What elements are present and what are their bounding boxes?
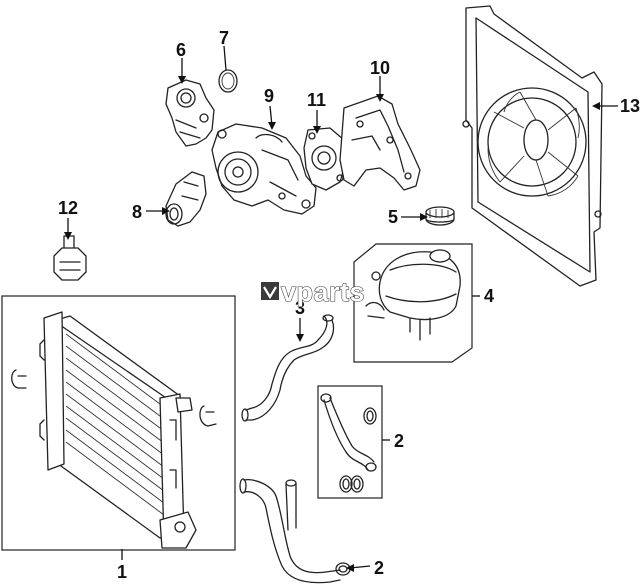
callout-4: 4 <box>484 286 494 306</box>
callout-1: 1 <box>117 562 127 582</box>
callout-3: 3 <box>295 298 305 318</box>
callout-12: 12 <box>58 198 78 218</box>
cover-gasket-part[interactable] <box>339 95 421 191</box>
pipe-group-box <box>317 385 383 499</box>
leader-arrows <box>64 76 600 572</box>
right-clip <box>199 405 217 427</box>
callout-10: 10 <box>370 58 390 78</box>
coolant-housing-part[interactable] <box>165 171 207 227</box>
tank-group-box <box>353 243 473 363</box>
expansion-tank-part[interactable] <box>353 243 473 363</box>
thermostat-housing-part[interactable] <box>165 79 215 147</box>
watermark-text: vparts <box>281 277 365 307</box>
callout-2-pipe: 2 <box>394 431 404 451</box>
upper-hose-part[interactable] <box>241 314 335 422</box>
fan-shroud-part[interactable] <box>462 5 603 287</box>
callout-13: 13 <box>620 96 640 116</box>
radiator-part[interactable] <box>1 295 236 551</box>
pump-cover-part[interactable] <box>303 127 347 191</box>
callout-7: 7 <box>219 28 229 48</box>
water-pump-part[interactable] <box>211 123 317 215</box>
callout-5: 5 <box>388 207 398 227</box>
callout-11: 11 <box>307 90 326 110</box>
radiator-group-box <box>1 295 236 551</box>
left-clip <box>11 369 27 389</box>
callout-6: 6 <box>176 40 186 60</box>
watermark-logo-mark <box>261 282 279 300</box>
o-ring-part[interactable] <box>218 69 238 93</box>
tank-cap-part[interactable] <box>425 206 455 226</box>
coolant-pipe-part[interactable] <box>317 385 383 499</box>
watermark: vparts <box>261 276 365 308</box>
callout-2-hose: 2 <box>374 558 384 578</box>
lower-hose-part[interactable] <box>239 478 351 584</box>
callout-8: 8 <box>132 202 142 222</box>
sensor-part[interactable] <box>53 235 87 281</box>
callout-9: 9 <box>264 86 274 106</box>
